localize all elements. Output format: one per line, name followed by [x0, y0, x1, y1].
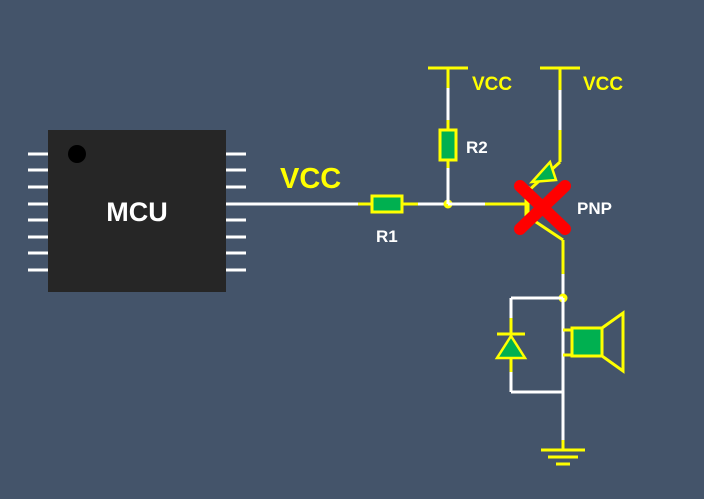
r2-label: R2: [466, 138, 488, 157]
vcc-r2-label: VCC: [472, 74, 512, 95]
load-loop-wires: [509, 296, 565, 394]
resistor-r1: [358, 194, 418, 214]
speaker-icon: [563, 310, 625, 374]
vcc-emitter-symbol: [540, 66, 580, 90]
transistor-label: PNP: [577, 199, 612, 218]
resistor-r2: [438, 120, 458, 168]
vcc-emitter-label: VCC: [583, 74, 623, 95]
pin1-marker-icon: [68, 145, 86, 163]
mcu-pins-left: [28, 152, 48, 272]
r1-label: R1: [376, 227, 398, 246]
mcu-pins-right: [226, 152, 246, 272]
mcu-chip: MCU: [28, 130, 246, 292]
ground-icon: [541, 440, 585, 466]
flyback-diode-icon: [494, 318, 528, 372]
signal-label: VCC: [280, 163, 341, 195]
emitter-arrow-icon: [528, 159, 558, 184]
mcu-label: MCU: [106, 197, 168, 227]
error-cross-icon: [514, 180, 571, 235]
vcc-r2-symbol: [428, 66, 468, 88]
